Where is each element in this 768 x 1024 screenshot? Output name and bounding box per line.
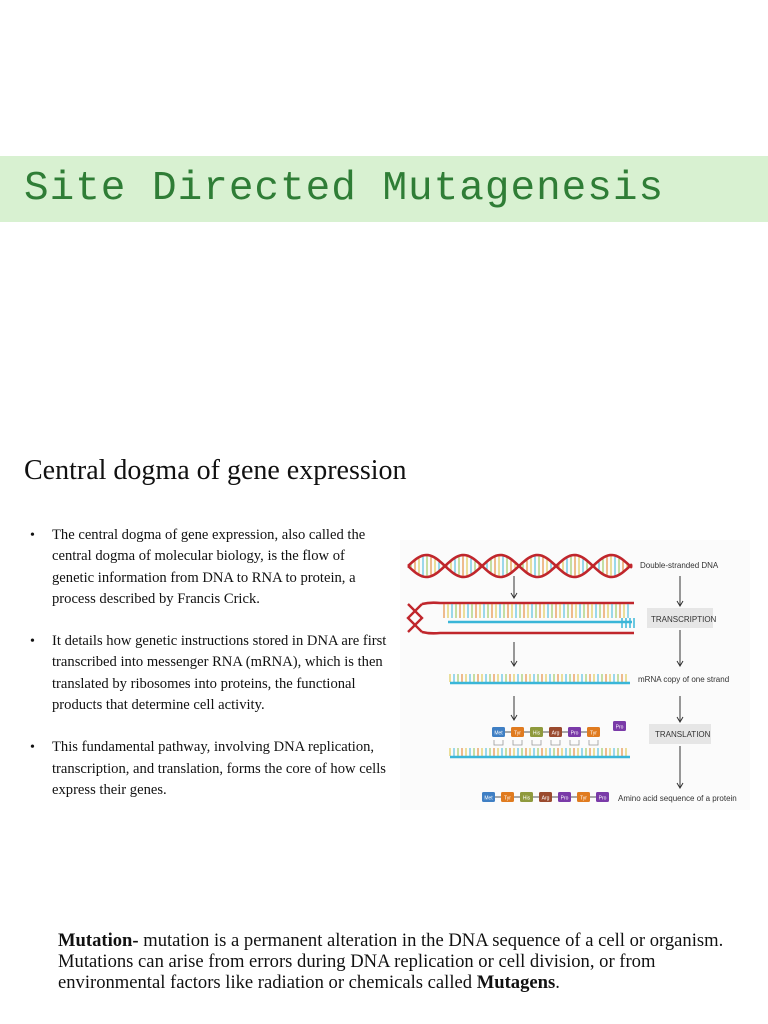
amino-acid-label: His (533, 731, 541, 737)
label-box-translation (649, 724, 711, 744)
trna (493, 740, 504, 746)
double-stranded-dna (407, 553, 633, 579)
amino-acid-label: Arg (542, 796, 550, 802)
protein-chain: Met Tyr His Arg Pro Tyr Pro (482, 792, 609, 802)
label-protein: Amino acid sequence of a protein (618, 794, 737, 803)
amino-acid-label: Tyr (514, 731, 521, 737)
amino-acid-label: Pro (571, 731, 579, 737)
trna (531, 740, 542, 746)
amino-acid-label: Tyr (504, 796, 511, 802)
amino-acid-label: Met (494, 731, 503, 737)
mutation-text: mutation is a permanent alteration in th… (58, 930, 724, 993)
amino-acid-label: Pro (616, 725, 624, 731)
page-title: Site Directed Mutagenesis (24, 166, 665, 212)
bullet-item: The central dogma of gene expression, al… (28, 525, 388, 610)
amino-acid-arg (539, 792, 552, 802)
trna (569, 740, 580, 746)
amino-acid-tyr (511, 727, 524, 737)
transcription-dna (406, 601, 635, 635)
flow-arrowhead (676, 782, 684, 789)
amino-acid-pro (558, 792, 571, 802)
bullet-item: This fundamental pathway, involving DNA … (28, 737, 388, 801)
flow-arrowhead (676, 716, 684, 723)
incoming-amino-acid (613, 721, 626, 731)
amino-acid-label: Arg (552, 731, 560, 737)
amino-acid-label: Pro (561, 796, 569, 802)
amino-acid-label: Met (484, 796, 493, 802)
amino-acid-arg (549, 727, 562, 737)
trna (588, 740, 599, 746)
dna-strand-end (406, 603, 423, 633)
label-box-transcription (647, 608, 713, 628)
amino-acid-tyr (501, 792, 514, 802)
dna-strand (407, 553, 633, 579)
label-translation: TRANSLATION (655, 730, 711, 739)
amino-acid-label: Tyr (580, 796, 587, 802)
amino-acid-label: Pro (599, 796, 607, 802)
amino-acid-pro (596, 792, 609, 802)
flow-arrowhead (676, 600, 684, 607)
arrows (510, 576, 684, 789)
section-heading: Central dogma of gene expression (24, 455, 407, 486)
mrna-strand (449, 674, 630, 685)
amino-acid-tyr (587, 727, 600, 737)
flow-arrowhead (676, 660, 684, 667)
flow-arrowhead (510, 660, 518, 667)
dna-strand-bottom (421, 630, 634, 635)
amino-acid-pro (568, 727, 581, 737)
mutation-paragraph: Mutation- mutation is a permanent altera… (58, 930, 728, 993)
mutation-term: Mutation- (58, 930, 139, 951)
amino-acid-his (530, 727, 543, 737)
trna (512, 740, 523, 746)
bullet-list: The central dogma of gene expression, al… (28, 525, 388, 822)
label-transcription: TRANSCRIPTION (651, 615, 717, 624)
bullet-item: It details how genetic instructions stor… (28, 631, 388, 716)
flow-arrowhead (510, 592, 518, 599)
flow-arrowhead (510, 714, 518, 721)
title-band (0, 156, 768, 222)
amino-acid-tyr (577, 792, 590, 802)
label-mrna: mRNA copy of one strand (638, 675, 729, 684)
label-dna: Double-stranded DNA (640, 561, 719, 570)
dna-strand-end (407, 603, 424, 633)
trna (550, 740, 561, 746)
amino-acid-label: His (523, 796, 531, 802)
amino-acid-met (482, 792, 495, 802)
dna-strand-top (421, 601, 634, 606)
amino-acid-label: Tyr (590, 731, 597, 737)
amino-acid-met (492, 727, 505, 737)
amino-acid-his (520, 792, 533, 802)
mutation-end: . (555, 972, 560, 993)
mutagens-term: Mutagens (476, 972, 556, 993)
